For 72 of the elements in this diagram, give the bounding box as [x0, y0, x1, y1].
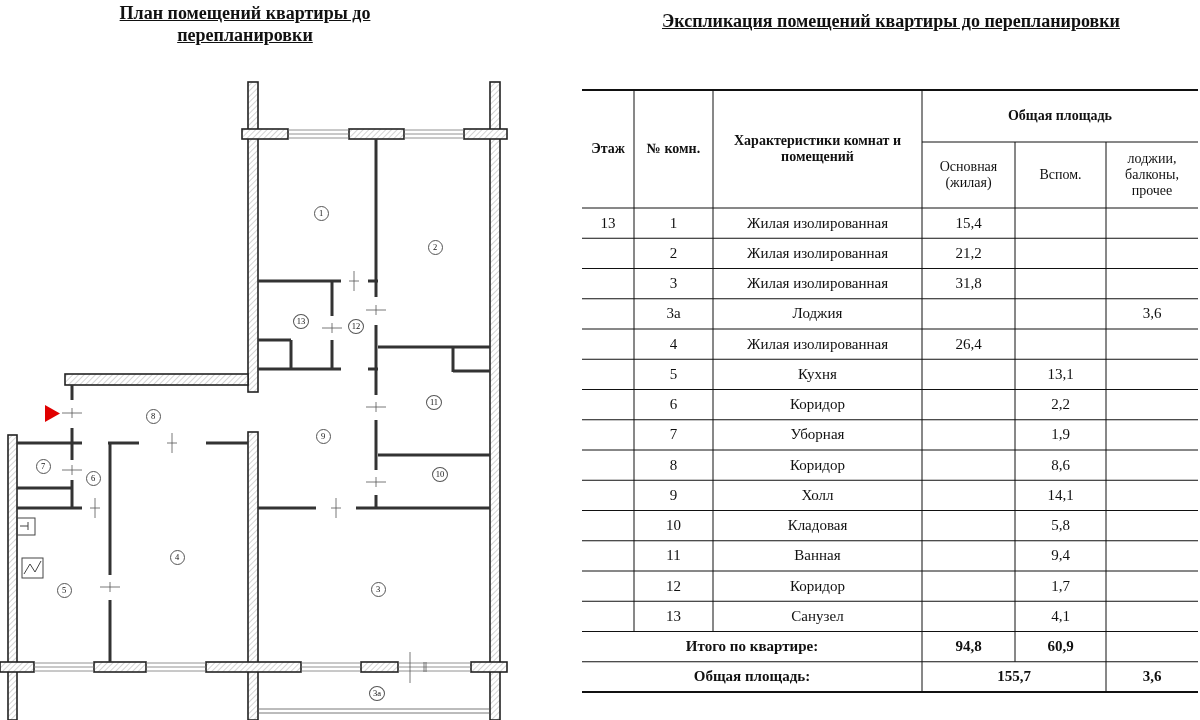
area-value: 13,1	[1047, 365, 1074, 383]
plan-title: План помещений квартиры до перепланировки	[118, 2, 372, 46]
column-header: Вспом.	[1039, 167, 1082, 183]
room-number: 12	[666, 577, 681, 595]
area-value: 15,4	[955, 214, 982, 232]
area-value: 31,8	[955, 275, 982, 293]
room-number-marker: 5	[56, 582, 72, 598]
area-value: 8,6	[1051, 456, 1070, 474]
total-label: Итого по квартире:	[685, 638, 819, 656]
room-type: Жилая изолированная	[746, 335, 889, 353]
room-number-marker: 4	[169, 549, 185, 565]
room-number-marker: 8	[145, 408, 161, 424]
room-number: 11	[666, 547, 681, 565]
room-number: 7	[669, 426, 678, 444]
room-number: 3а	[666, 305, 681, 323]
room-type: Кухня	[798, 365, 837, 383]
area-value: 21,2	[955, 244, 982, 262]
room-type: Жилая изолированная	[746, 275, 889, 293]
room-type: Коридор	[790, 456, 845, 474]
room-number: 9	[669, 486, 678, 504]
room-number: 3	[669, 275, 678, 293]
room-type: Уборная	[790, 426, 845, 444]
room-number-marker: 10	[432, 466, 448, 482]
room-number-marker: 6	[85, 470, 101, 486]
room-type: Лоджия	[792, 305, 843, 323]
room-type: Жилая изолированная	[746, 244, 889, 262]
area-value: 3,6	[1142, 305, 1162, 323]
room-number-marker: 7	[35, 458, 51, 474]
room-number: 10	[666, 517, 681, 535]
area-value: 14,1	[1047, 486, 1074, 504]
area-value: 5,8	[1051, 517, 1070, 535]
area-value: 1,7	[1051, 577, 1070, 595]
room-type: Коридор	[790, 577, 845, 595]
room-number-marker: 9	[315, 428, 331, 444]
column-header: Этаж	[591, 141, 625, 157]
room-number: 13	[666, 607, 681, 625]
room-type: Кладовая	[787, 517, 848, 535]
room-number: 1	[669, 214, 678, 232]
total-value: 94,8	[955, 638, 982, 656]
room-number: 8	[669, 456, 678, 474]
column-header: Основная (жилая)	[938, 159, 999, 191]
room-number-marker: 3	[370, 581, 386, 597]
room-number: 4	[669, 335, 678, 353]
room-type: Холл	[801, 486, 834, 504]
room-number-marker: 2	[427, 239, 443, 255]
column-header: лоджии, балконы, прочее	[1124, 151, 1180, 199]
room-type: Жилая изолированная	[746, 214, 889, 232]
room-type: Ванная	[794, 547, 841, 565]
room-number-marker: 11	[426, 394, 442, 410]
room-number-marker: 13	[293, 313, 309, 329]
area-value: 9,4	[1051, 547, 1070, 565]
column-header: № комн.	[646, 141, 701, 157]
total-label: Общая площадь:	[693, 668, 811, 686]
room-type: Коридор	[790, 396, 845, 414]
room-number: 2	[669, 244, 678, 262]
room-number: 6	[669, 396, 678, 414]
table-title: Экспликация помещений квартиры до перепланировки	[661, 10, 1121, 32]
floor-number: 13	[600, 214, 616, 232]
total-value: 155,7	[997, 668, 1031, 686]
column-header: Характеристики комнат и помещений	[733, 133, 902, 165]
room-number-marker: 3а	[369, 685, 385, 701]
area-value: 26,4	[955, 335, 982, 353]
room-number: 5	[669, 365, 678, 383]
total-value: 3,6	[1142, 668, 1162, 686]
room-number-marker: 1	[313, 205, 329, 221]
column-header: Общая площадь	[1008, 108, 1112, 124]
area-value: 2,2	[1051, 396, 1070, 414]
area-value: 4,1	[1051, 607, 1070, 625]
total-value: 60,9	[1047, 638, 1074, 656]
area-value: 1,9	[1051, 426, 1070, 444]
room-type: Санузел	[791, 607, 844, 625]
room-number-marker: 12	[348, 318, 364, 334]
